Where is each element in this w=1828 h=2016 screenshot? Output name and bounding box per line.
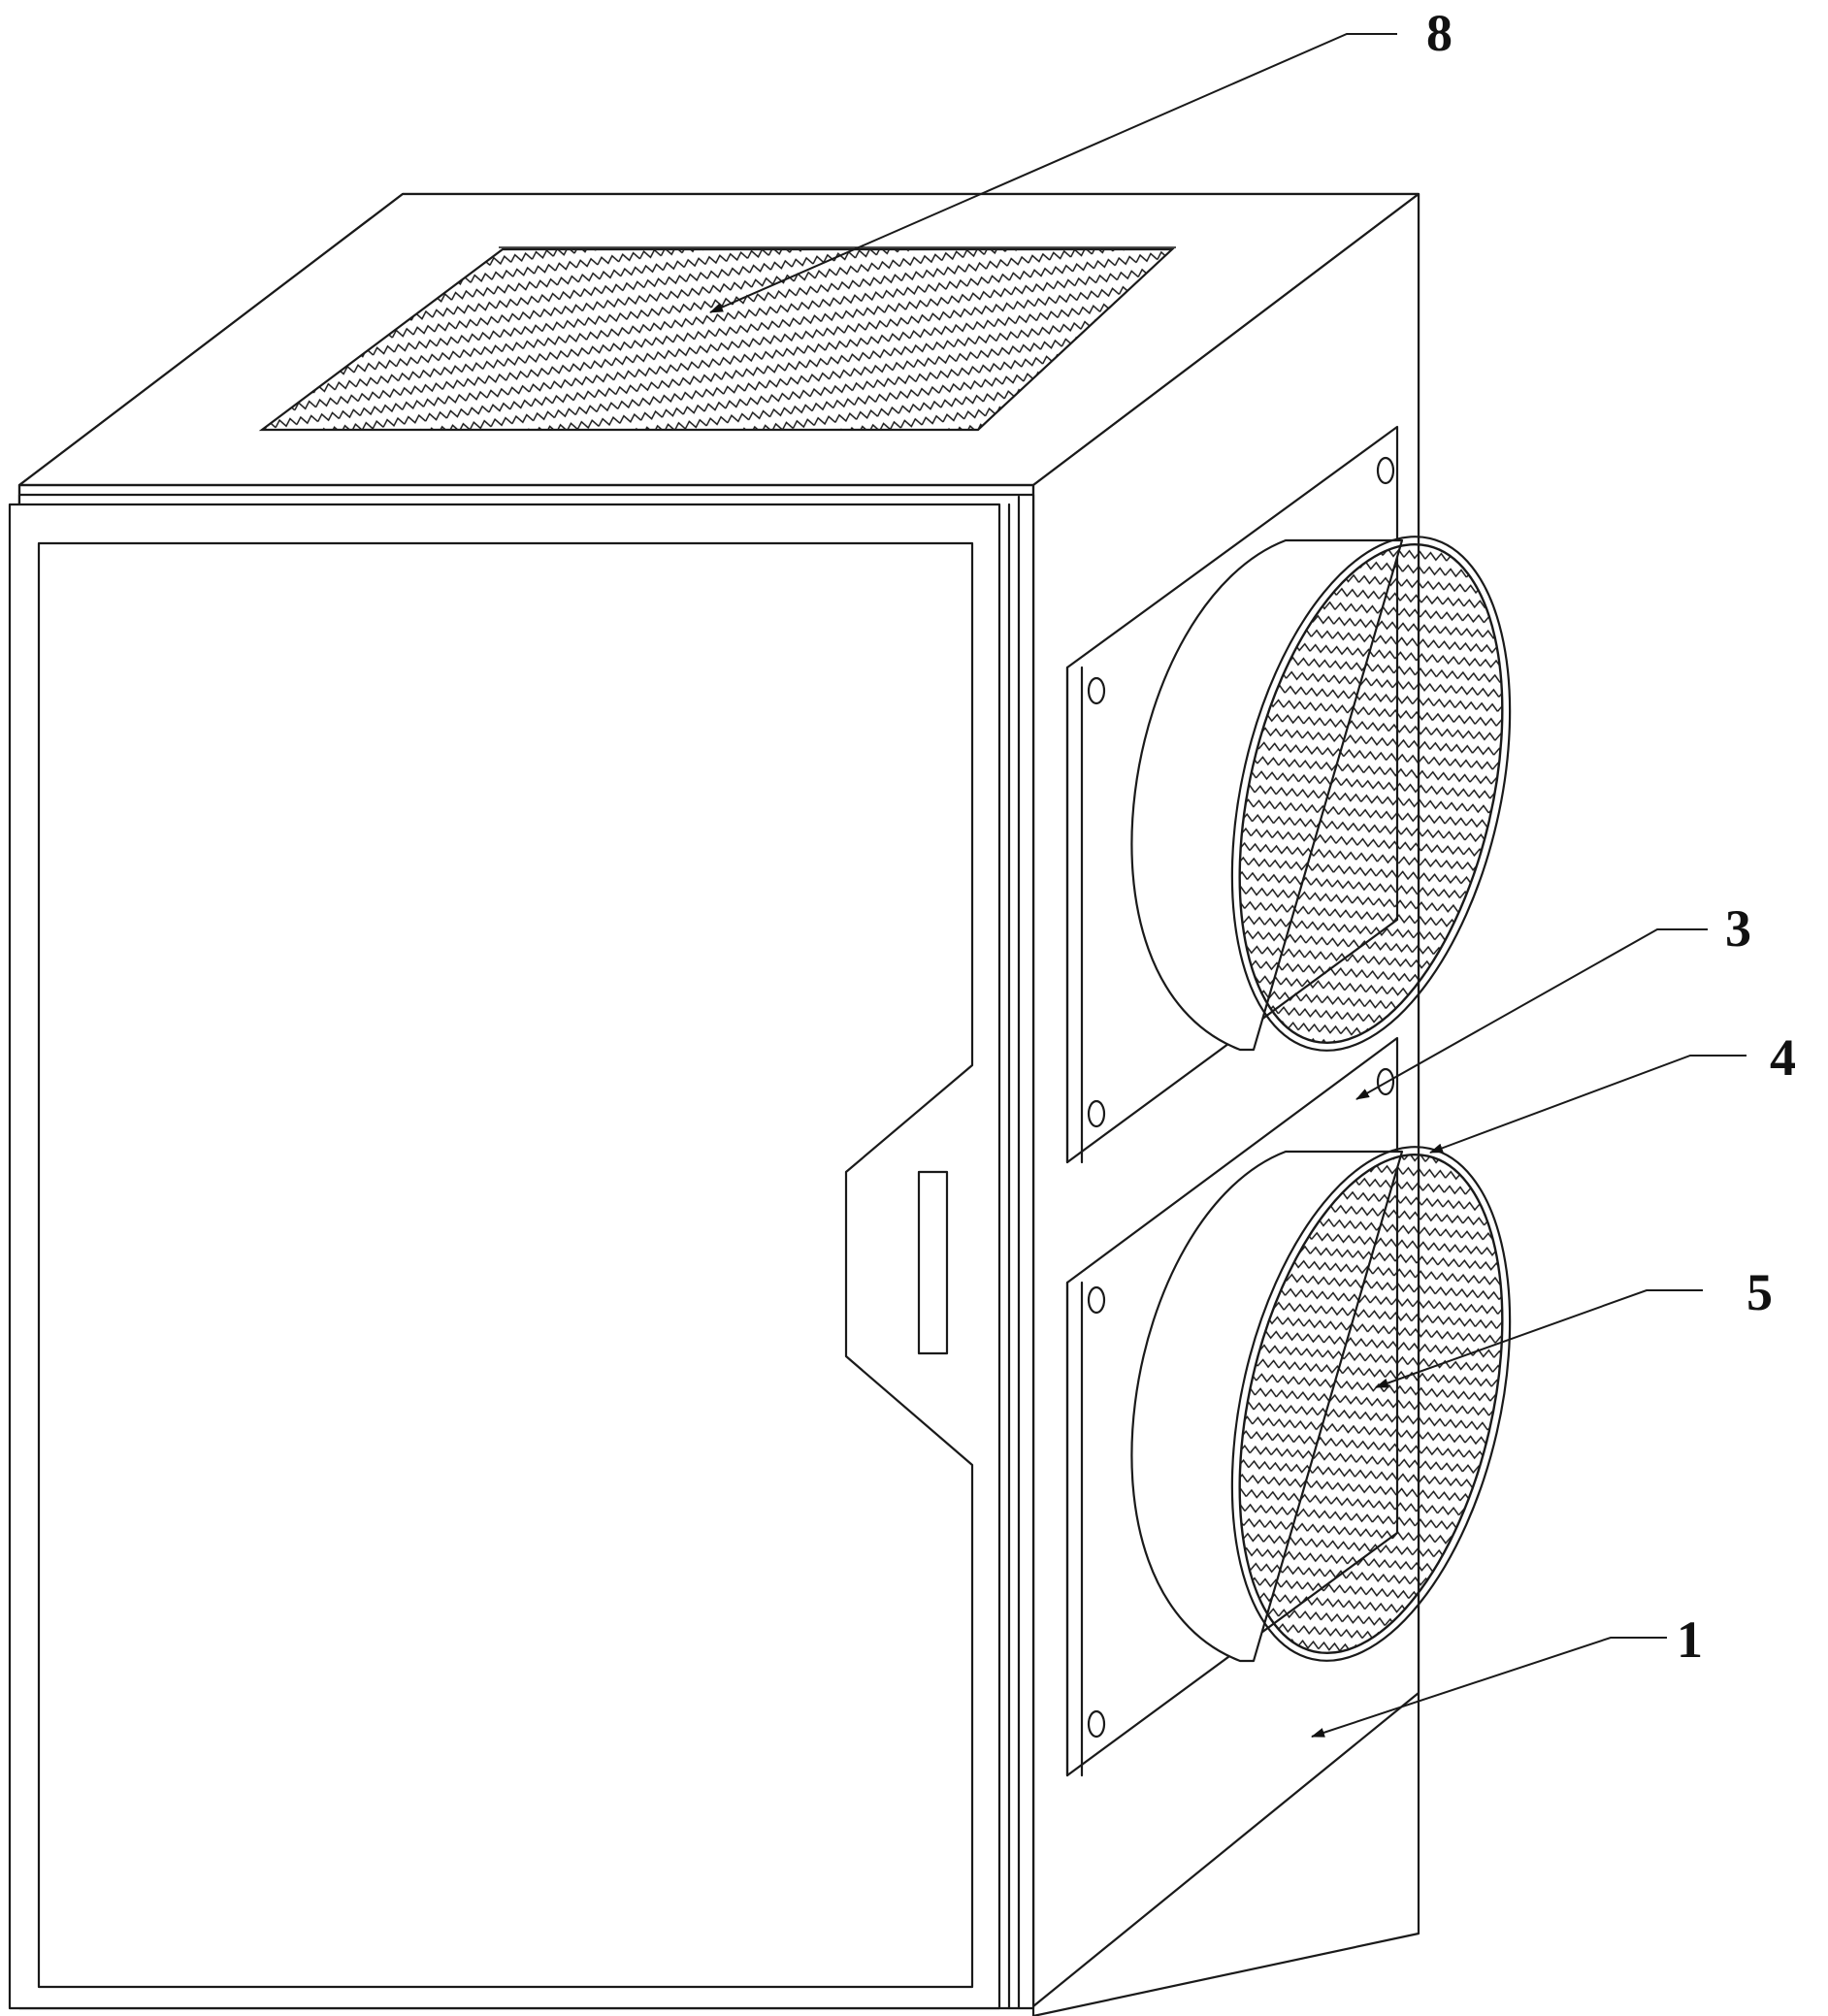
callout-label-3: 3 [1725,899,1751,958]
leader-line-8 [709,33,1397,313]
door-outer-frame [8,503,1001,2010]
lower-plate-bolt-hole [1376,1067,1395,1096]
callout-label-1: 1 [1677,1610,1703,1669]
callout-label-8: 8 [1426,4,1453,62]
lower-plate-bolt-hole [1087,1709,1106,1739]
door-inner-panel [37,541,974,1989]
upper-plate-bolt-hole [1087,676,1106,705]
callout-label-5: 5 [1746,1263,1773,1321]
door-handle [917,1170,949,1355]
top-vent-mesh-panel [258,247,1175,432]
lower-fan-mesh-grille [1238,1153,1504,1655]
leader-line-5 [1375,1289,1703,1388]
upper-fan-rim [1230,536,1512,1052]
callout-5: 5 [1375,1263,1773,1388]
upper-plate-bolt-hole [1376,456,1395,485]
front-door [8,493,1035,2010]
upper-fan-assembly [1065,425,1512,1164]
callout-label-4: 4 [1770,1028,1796,1087]
callout-1: 1 [1311,1610,1703,1738]
lower-plate-bolt-hole [1087,1285,1106,1315]
callout-4: 4 [1429,1028,1796,1154]
callout-3: 3 [1355,899,1751,1100]
leader-line-3 [1355,928,1708,1100]
top-vent-mesh [258,246,1176,432]
lower-fan-assembly [1065,1036,1512,1777]
callout-8: 8 [709,4,1453,313]
leader-line-4 [1429,1055,1746,1154]
upper-fan-mesh-grille [1238,542,1504,1045]
leader-line-1 [1311,1637,1667,1738]
upper-plate-bolt-hole [1087,1099,1106,1128]
